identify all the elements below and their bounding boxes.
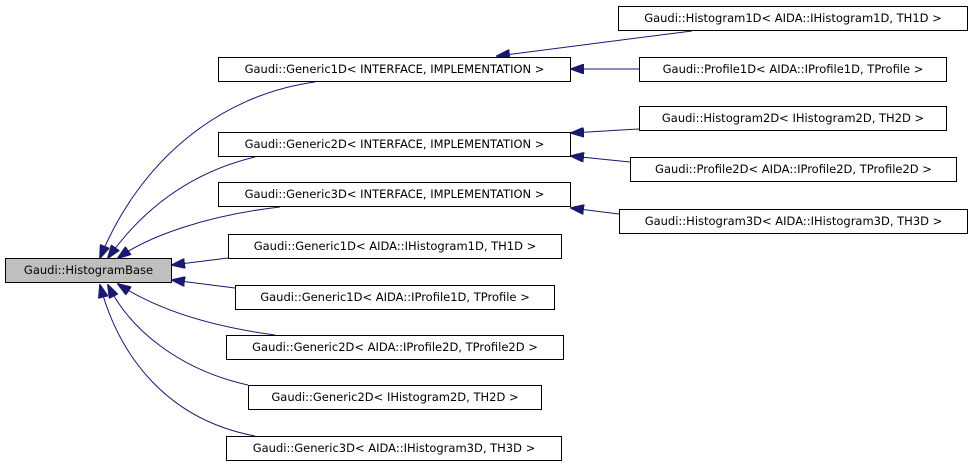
edge-generic1d-interface-to-root (100, 81, 316, 258)
node-generic1d-iprofile1d[interactable]: Gaudi::Generic1D< AIDA::IProfile1D, TPro… (235, 285, 555, 310)
node-generic3d-ihistogram3d[interactable]: Gaudi::Generic3D< AIDA::IHistogram3D, TH… (226, 436, 562, 461)
edge-generic2d-ihistogram2d-to-root (108, 285, 249, 386)
edge-histogram1d-to-generic1d (497, 30, 693, 56)
edge-profile2d-to-generic2d (571, 156, 631, 163)
edge-generic3d-interface-to-root (118, 206, 281, 258)
node-histogram3d[interactable]: Gaudi::Histogram3D< AIDA::IHistogram3D, … (619, 209, 968, 234)
node-histogram2d[interactable]: Gaudi::Histogram2D< IHistogram2D, TH2D > (639, 106, 947, 131)
node-generic2d-interface[interactable]: Gaudi::Generic2D< INTERFACE, IMPLEMENTAT… (218, 132, 571, 157)
node-histogram-base: Gaudi::HistogramBase (5, 258, 172, 283)
edge-histogram2d-to-generic2d (571, 129, 640, 133)
node-generic1d-interface[interactable]: Gaudi::Generic1D< INTERFACE, IMPLEMENTAT… (218, 57, 571, 82)
edge-generic2d-interface-to-root (108, 156, 256, 258)
node-generic2d-ihistogram2d[interactable]: Gaudi::Generic2D< IHistogram2D, TH2D > (248, 385, 542, 410)
node-generic3d-interface[interactable]: Gaudi::Generic3D< INTERFACE, IMPLEMENTAT… (218, 182, 571, 207)
edge-generic3d-ihistogram3d-to-root (100, 285, 256, 437)
node-histogram1d[interactable]: Gaudi::Histogram1D< AIDA::IHistogram1D, … (618, 6, 968, 31)
edge-histogram3d-to-generic3d (571, 208, 620, 214)
node-profile2d[interactable]: Gaudi::Profile2D< AIDA::IProfile2D, TPro… (630, 157, 957, 182)
node-generic1d-ihistogram1d[interactable]: Gaudi::Generic1D< AIDA::IHistogram1D, TH… (228, 234, 562, 259)
edge-generic1d-iprofile1d-to-root (172, 280, 236, 289)
node-profile1d[interactable]: Gaudi::Profile1D< AIDA::IProfile1D, TPro… (639, 57, 947, 82)
node-generic2d-iprofile2d[interactable]: Gaudi::Generic2D< AIDA::IProfile2D, TPro… (226, 335, 564, 360)
edge-generic1d-ihistogram1d-to-root (172, 257, 229, 265)
edge-generic2d-iprofile2d-to-root (118, 284, 276, 336)
